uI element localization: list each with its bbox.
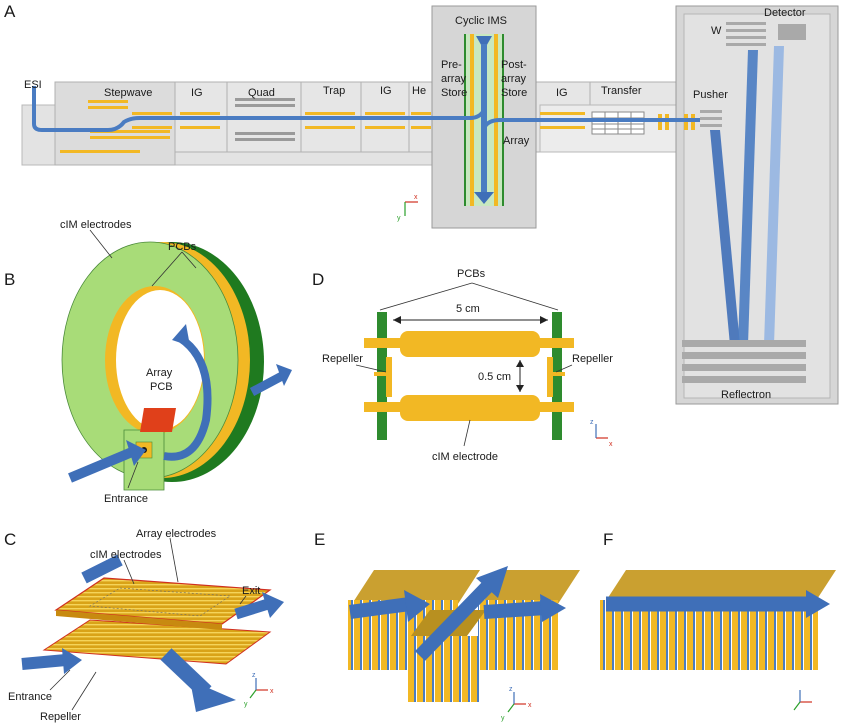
svg-text:y: y [397, 215, 401, 222]
label-stepwave: Stepwave [104, 87, 152, 99]
fin-block-center [408, 636, 480, 702]
w-lens [726, 22, 766, 46]
axes-c: x z y [244, 672, 274, 708]
label-quad: Quad [248, 87, 275, 99]
panel-f-label: F [603, 530, 613, 549]
array-region-c [89, 587, 231, 617]
label-detector: Detector [764, 7, 806, 19]
ion-beam [32, 86, 486, 132]
label-post-1: Post- [501, 59, 527, 71]
label-ig3: IG [556, 87, 568, 99]
label-trap: Trap [323, 85, 345, 97]
svg-text:x: x [609, 441, 613, 448]
label-cim-electrode-d: cIM electrode [432, 451, 498, 463]
pusher [700, 110, 722, 127]
ring-hole [116, 290, 204, 430]
quad-rods [235, 98, 295, 141]
label-width: 5 cm [456, 303, 480, 315]
label-cim-electrodes-b: cIM electrodes [60, 219, 132, 231]
axes-a: x y [397, 194, 418, 222]
flight-path [710, 130, 740, 345]
arrow-e-diagonal [414, 581, 494, 661]
label-gap: 0.5 cm [478, 371, 511, 383]
fin-block-f [600, 600, 818, 670]
label-pre-2: array [441, 73, 467, 85]
panel-b: B cIM electrodes PCBs Array PCB Entrance [4, 219, 292, 505]
detector [778, 24, 806, 40]
label-transfer: Transfer [601, 85, 642, 97]
label-array-b: Array [146, 367, 173, 379]
svg-text:z: z [252, 672, 256, 679]
cim-electrodes-d [364, 331, 574, 421]
label-pre-3: Store [441, 87, 467, 99]
panel-e: E x z y [314, 530, 580, 722]
arrow-e-left [349, 597, 411, 619]
label-entrance-b: Entrance [104, 493, 148, 505]
label-pusher: Pusher [693, 89, 728, 101]
label-repeller-c: Repeller [40, 711, 81, 723]
label-pre-1: Pre- [441, 59, 462, 71]
svg-text:x: x [414, 194, 418, 201]
label-ig1: IG [191, 87, 203, 99]
axes-f [793, 690, 812, 711]
label-reflectron: Reflectron [721, 389, 771, 401]
label-array-electrodes: Array electrodes [136, 528, 217, 540]
axes-d: x z [590, 419, 613, 448]
axes-e: x z y [501, 686, 532, 722]
panel-f: F [600, 530, 836, 711]
arrow-e-right [483, 601, 547, 619]
label-post-3: Store [501, 87, 527, 99]
reflectron [682, 340, 806, 383]
label-he: He [412, 85, 426, 97]
svg-text:x: x [270, 688, 274, 695]
panel-d-label: D [312, 270, 324, 289]
svg-text:z: z [509, 686, 513, 693]
lower-plate [42, 619, 272, 665]
svg-text:y: y [501, 715, 505, 722]
label-cim-electrodes-c: cIM electrodes [90, 549, 162, 561]
upper-plate [54, 577, 272, 625]
panel-d: D PCBs 5 cm 0.5 cm Repeller Repeller [312, 268, 613, 463]
label-repeller-left: Repeller [322, 353, 363, 365]
panel-c-label: C [4, 530, 16, 549]
exit-arrow [249, 372, 285, 396]
panel-c: C Array electrodes cIM electrodes Exit E… [4, 528, 284, 723]
label-pcbs-b: PCBs [168, 241, 197, 253]
panel-e-label: E [314, 530, 325, 549]
label-esi: ESI [24, 79, 42, 91]
cyclic-ion-path [481, 44, 487, 194]
label-entrance-c: Entrance [8, 691, 52, 703]
label-array: Array [503, 135, 530, 147]
label-repeller-right: Repeller [572, 353, 613, 365]
label-pcbs-d: PCBs [457, 268, 486, 280]
label-exit: Exit [242, 585, 260, 597]
svg-text:z: z [590, 419, 594, 426]
label-cyclic-ims: Cyclic IMS [455, 15, 507, 27]
panel-a: A [4, 2, 839, 405]
entrance-arrow [68, 447, 134, 483]
label-w: W [711, 25, 722, 37]
label-post-2: array [501, 73, 527, 85]
label-ig2: IG [380, 85, 392, 97]
panel-b-label: B [4, 270, 15, 289]
back-arrow [81, 554, 123, 584]
entrance-arrow-c [21, 654, 67, 670]
svg-text:y: y [244, 701, 248, 708]
cyclic-arrow [163, 334, 212, 461]
exit-arrow-c [234, 598, 270, 620]
panel-a-label: A [4, 2, 16, 21]
svg-text:x: x [528, 702, 532, 709]
label-array-pcb-b: PCB [150, 381, 173, 393]
array-pcb [140, 408, 176, 432]
